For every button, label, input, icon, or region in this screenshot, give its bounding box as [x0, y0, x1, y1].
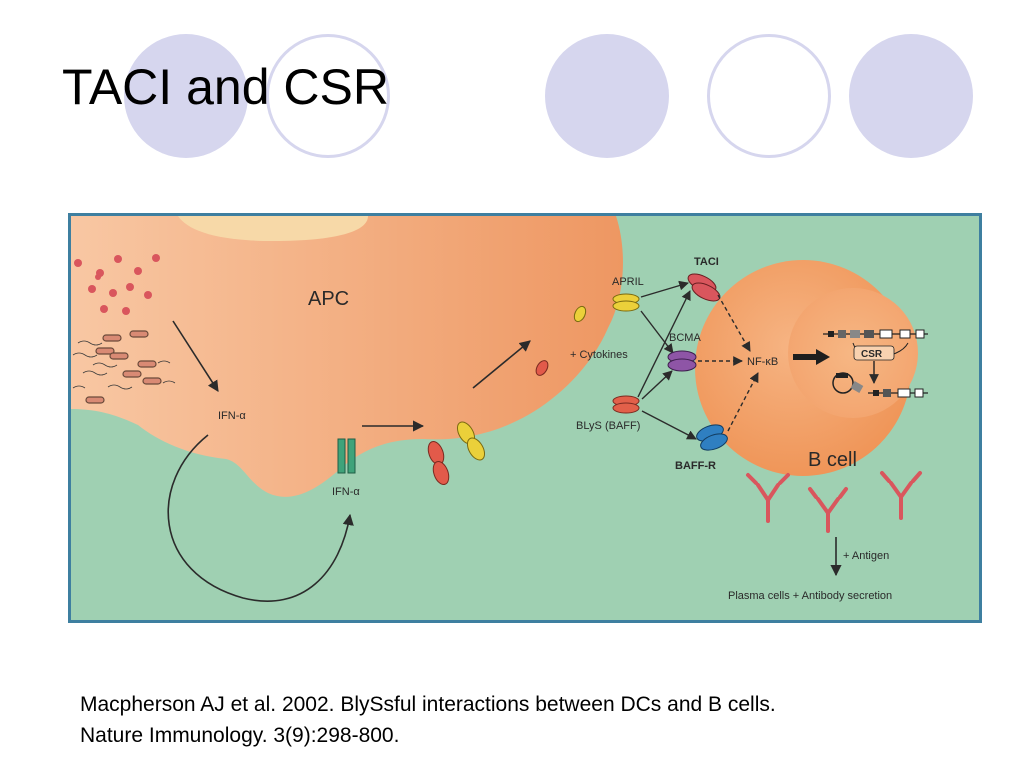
blys-ligand: [612, 395, 640, 414]
decor-ring-2: [707, 34, 831, 158]
antibody-2: [808, 487, 848, 533]
bacteria: [72, 330, 176, 404]
arrow-april-to-taci: [640, 280, 689, 298]
apc-cell: [71, 216, 623, 497]
decor-circle-3: [849, 34, 973, 158]
arrow-pathogen-to-ifn: [172, 320, 219, 392]
apc-label: APC: [308, 288, 349, 310]
arrow-blys-to-taci: [637, 290, 691, 398]
taci-receptor: [687, 273, 721, 302]
signal-taci-to-nfkb: [717, 294, 751, 352]
ifn-alpha-label-receptor: IFN-α: [332, 486, 360, 498]
signal-baffr-to-nfkb: [727, 372, 759, 432]
membrane-ligands: [427, 305, 587, 486]
arrow-to-surface: [472, 340, 531, 389]
arrow-nfkb-to-nucleus: [793, 349, 830, 365]
slide-title: TACI and CSR: [62, 59, 389, 115]
b-cell-nucleus: [788, 288, 918, 418]
baff-r-receptor: [696, 424, 728, 451]
taci-label: TACI: [694, 256, 719, 268]
taci-csr-diagram: APC IFN-α IFN-α APRIL + Cytokines BLyS (…: [68, 213, 982, 623]
nfkb-label: NF-κB: [747, 356, 778, 368]
bcma-receptor: [667, 350, 697, 372]
blys-label: BLyS (BAFF): [576, 420, 640, 432]
ifn-alpha-receptor: [337, 438, 356, 474]
apc-nucleus: [178, 216, 368, 241]
cytokines-label: + Cytokines: [570, 349, 628, 361]
ifn-alpha-label-inside: IFN-α: [218, 410, 246, 422]
surface-antibodies: [746, 471, 922, 533]
april-label: APRIL: [612, 276, 644, 288]
antibody-1: [746, 473, 790, 523]
decor-ring-1: [266, 34, 390, 158]
decor-circle-2: [545, 34, 669, 158]
bcma-label: BCMA: [669, 332, 701, 344]
arrow-blys-to-bcma: [641, 370, 673, 400]
april-ligand: [612, 293, 640, 312]
baff-r-label: BAFF-R: [675, 460, 716, 472]
decor-circle-1: [124, 34, 248, 158]
citation-line-1: Macpherson AJ et al. 2002. BlySsful inte…: [80, 693, 776, 716]
csr-label: CSR: [861, 349, 883, 360]
outcome-label: Plasma cells + Antibody secretion: [728, 590, 892, 602]
pathogen-particles: [74, 254, 160, 315]
arrow-april-to-bcma: [640, 310, 674, 354]
csr-gene-schematic: CSR: [823, 329, 928, 398]
citation-line-2: Nature Immunology. 3(9):298-800.: [80, 724, 400, 747]
antigen-label: + Antigen: [843, 550, 889, 562]
autocrine-loop-arrow: [167, 434, 354, 602]
antibody-3: [880, 471, 922, 520]
arrow-blys-to-baffr: [641, 410, 697, 440]
b-cell-label: B cell: [808, 449, 857, 471]
